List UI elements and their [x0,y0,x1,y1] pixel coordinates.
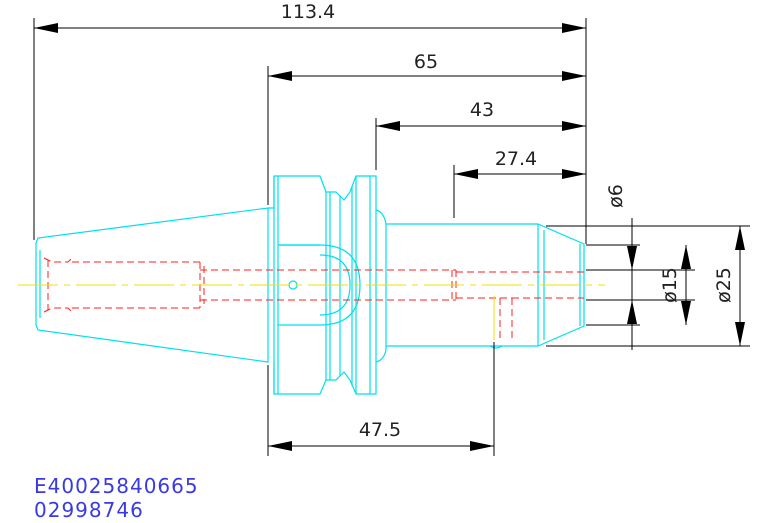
dim-body-length: 43 [470,99,494,121]
hidden-lines [43,257,584,340]
dim-flange-to-end: 65 [414,51,438,73]
dimensions [33,18,750,456]
dim-overall-length: 113.4 [281,1,335,23]
dim-bore-diameter: ø6 [605,184,627,208]
part-number-label: E40025840665 [34,474,199,498]
dim-flange-to-face: 47.5 [359,419,401,441]
dim-neck-length: 27.4 [495,148,537,170]
reference-code-label: 02998746 [34,498,144,522]
dim-outer-diameter: ø25 [713,267,735,303]
body-outline [386,223,585,347]
dim-inner-diameter: ø15 [659,267,681,303]
centerline [18,284,605,340]
